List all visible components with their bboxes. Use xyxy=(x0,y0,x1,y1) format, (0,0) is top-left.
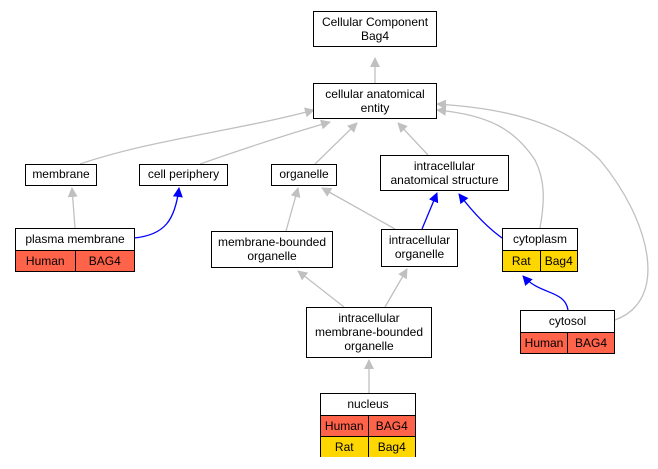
edge-cytoplasm-to-ias xyxy=(458,193,506,241)
gene-cell: BAG4 xyxy=(367,416,415,436)
gene-cell: BAG4 xyxy=(74,251,134,271)
annotation-row: Rat Bag4 xyxy=(321,436,415,457)
node-imbo-label-3: organelle xyxy=(344,339,394,353)
node-plasma-membrane-label: plasma membrane xyxy=(16,229,134,251)
node-io-label-1: intracellular xyxy=(388,233,451,247)
species-cell: Human xyxy=(16,251,75,271)
node-membrane-label: membrane xyxy=(32,167,90,181)
node-nucleus[interactable]: nucleus Human BAG4 Rat Bag4 xyxy=(320,393,416,457)
node-intracellular-anatomical-structure[interactable]: intracellular anatomical structure xyxy=(380,155,509,191)
node-cae-label-2: entity xyxy=(360,101,390,115)
node-organelle-label: organelle xyxy=(279,167,329,181)
edge-cell-periphery-to-cae xyxy=(199,119,331,165)
edge-organelle-to-cae xyxy=(314,122,358,165)
node-mbo-label-2: organelle xyxy=(247,249,297,263)
node-cell-periphery[interactable]: cell periphery xyxy=(139,164,228,186)
annotation-row: Human BAG4 xyxy=(321,416,415,436)
node-ias-label-2: anatomical structure xyxy=(390,173,499,187)
annotation-row: Rat Bag4 xyxy=(503,251,577,271)
edge-plasma-membrane-to-membrane xyxy=(67,187,78,229)
node-cellular-component-label-2: Bag4 xyxy=(360,29,390,43)
species-cell: Rat xyxy=(503,251,540,271)
annotation-row: Human BAG4 xyxy=(16,251,134,271)
gene-cell: Bag4 xyxy=(367,437,415,457)
node-membrane[interactable]: membrane xyxy=(25,164,97,186)
node-mbo-label-1: membrane-bounded xyxy=(217,235,327,249)
species-cell: Human xyxy=(521,333,567,353)
node-organelle[interactable]: organelle xyxy=(271,164,337,186)
edge-plasma-membrane-to-cell-periphery xyxy=(133,187,183,239)
edge-ias-to-cae xyxy=(397,122,429,156)
node-intracellular-membrane-bounded-organelle[interactable]: intracellular membrane-bounded organelle xyxy=(306,307,432,358)
edge-io-to-ias xyxy=(421,192,439,230)
node-plasma-membrane[interactable]: plasma membrane Human BAG4 xyxy=(15,228,135,272)
annotation-row: Human BAG4 xyxy=(521,333,614,353)
node-nucleus-label: nucleus xyxy=(321,394,415,416)
gene-cell: BAG4 xyxy=(567,333,614,353)
node-cytosol[interactable]: cytosol Human BAG4 xyxy=(520,310,615,354)
node-cytoplasm-label: cytoplasm xyxy=(503,229,577,251)
node-cae-label-1: cellular anatomical xyxy=(325,87,425,101)
edge-cytosol-to-cytoplasm xyxy=(522,275,569,311)
node-cytosol-label: cytosol xyxy=(521,311,614,333)
node-cellular-component-label-1: Cellular Component xyxy=(321,15,429,29)
node-intracellular-organelle[interactable]: intracellular organelle xyxy=(381,229,458,267)
node-cytoplasm[interactable]: cytoplasm Rat Bag4 xyxy=(502,228,578,272)
species-cell: Human xyxy=(321,416,368,436)
node-imbo-label-1: intracellular xyxy=(338,311,400,325)
edge-imbo-to-io xyxy=(384,268,408,308)
node-cellular-component[interactable]: Cellular Component Bag4 xyxy=(313,11,437,47)
edge-membrane-to-cae xyxy=(79,107,315,165)
edge-imbo-to-mbo xyxy=(297,270,345,308)
edge-mbo-to-organelle xyxy=(285,187,301,232)
species-cell: Rat xyxy=(321,437,368,457)
edge-io-to-organelle xyxy=(321,187,396,230)
node-cellular-anatomical-entity[interactable]: cellular anatomical entity xyxy=(313,83,437,119)
node-membrane-bounded-organelle[interactable]: membrane-bounded organelle xyxy=(211,231,333,268)
node-cell-periphery-label: cell periphery xyxy=(147,167,220,181)
gene-cell: Bag4 xyxy=(539,251,577,271)
node-ias-label-1: intracellular xyxy=(413,159,476,173)
edge-cytoplasm-to-cae xyxy=(436,105,544,229)
node-imbo-label-2: membrane-bounded xyxy=(314,325,424,339)
node-io-label-2: organelle xyxy=(394,247,445,261)
edge-cytosol-to-cae xyxy=(436,99,649,321)
